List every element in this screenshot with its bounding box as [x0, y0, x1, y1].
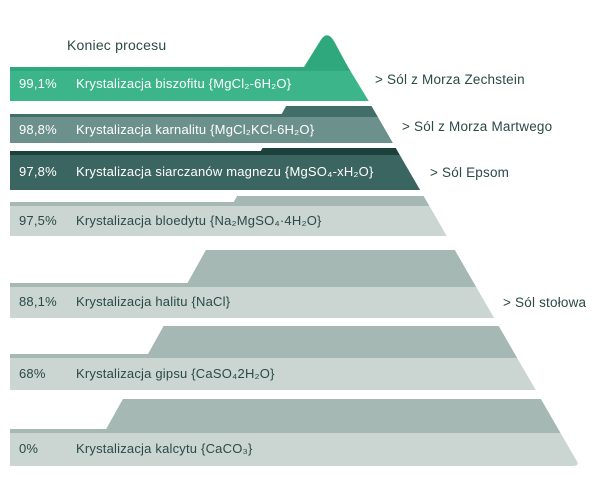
level-5-percent: 88,1% — [19, 294, 57, 309]
cap-4-shape — [10, 196, 430, 206]
level-5-label: Krystalizacja halitu {NaCl} — [76, 294, 231, 309]
cap-3-shape — [10, 148, 400, 155]
level-7-percent: 0% — [19, 441, 39, 456]
band-3-shape — [10, 155, 421, 190]
band-5-shape — [10, 287, 495, 318]
pyramid-peak — [304, 35, 348, 67]
cap-5-shape — [10, 250, 477, 287]
level-2-percent: 98,8% — [19, 122, 57, 137]
level-6-label: Krystalizacja gipsu {CaSO₄2H₂O} — [76, 366, 275, 381]
level-3-label: Krystalizacja siarczanów magnezu {MgSO₄-… — [76, 164, 374, 179]
cap-7-shape — [10, 399, 561, 433]
cap-1-shape — [10, 67, 351, 71]
level-row-1: 99,1% Krystalizacja biszofitu {MgCl₂-6H₂… — [10, 74, 291, 94]
level-1-percent: 99,1% — [19, 76, 57, 91]
level-7-label: Krystalizacja kalcytu {CaCO₃} — [76, 441, 253, 456]
level-1-label: Krystalizacja biszofitu {MgCl₂-6H₂O} — [76, 76, 292, 91]
band-4-shape — [10, 206, 447, 236]
band-1-shape — [10, 67, 369, 101]
side-label-epsom: > Sól Epsom — [430, 165, 510, 180]
process-end-label: Koniec procesu — [67, 37, 167, 53]
level-row-4: 97,5% Krystalizacja bloedytu {Na₂MgSO₄·4… — [10, 211, 322, 231]
band-2-shape — [10, 117, 393, 143]
level-row-6: 68% Krystalizacja gipsu {CaSO₄2H₂O} — [10, 364, 275, 384]
level-3-percent: 97,8% — [19, 164, 57, 179]
level-6-percent: 68% — [19, 366, 46, 381]
side-label-martwego: > Sól z Morza Martwego — [402, 119, 553, 134]
level-row-5: 88,1% Krystalizacja halitu {NaCl} — [10, 292, 230, 312]
level-row-2: 98,8% Krystalizacja karnalitu {MgCl₂KCl-… — [10, 120, 314, 140]
level-2-label: Krystalizacja karnalitu {MgCl₂KCl-6H₂O} — [76, 122, 315, 137]
level-4-percent: 97,5% — [19, 213, 57, 228]
cap-2-shape — [10, 106, 378, 117]
level-row-3: 97,8% Krystalizacja siarczanów magnezu {… — [10, 162, 374, 182]
side-label-stolowa: > Sól stołowa — [503, 295, 587, 310]
band-6-shape — [10, 358, 536, 390]
band-7-shape — [10, 433, 578, 466]
level-row-7: 0% Krystalizacja kalcytu {CaCO₃} — [10, 439, 253, 459]
cap-6-shape — [10, 326, 518, 358]
level-4-label: Krystalizacja bloedytu {Na₂MgSO₄·4H₂O} — [76, 213, 322, 228]
side-label-zechstein: > Sól z Morza Zechstein — [375, 72, 525, 87]
